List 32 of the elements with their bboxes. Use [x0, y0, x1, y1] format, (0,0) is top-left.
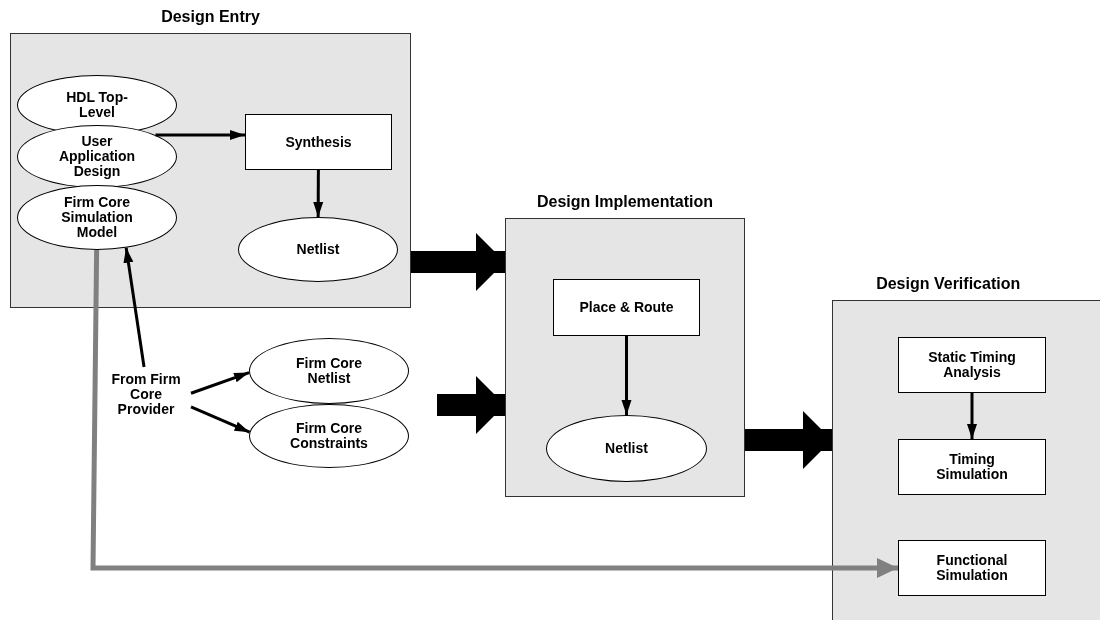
node-label: User Application Design	[57, 134, 137, 179]
node-label: Synthesis	[285, 134, 352, 150]
node-label: Place & Route	[579, 300, 674, 315]
process-box	[245, 114, 392, 170]
block-arrow	[745, 411, 832, 469]
process-box	[553, 279, 700, 336]
node-label: Static Timing Analysis	[927, 350, 1017, 380]
arrow	[621, 336, 632, 415]
node-label: HDL Top-Level	[65, 90, 129, 120]
panel-heading: Design Implementation	[536, 192, 714, 212]
node-label: Firm Core Constraints	[289, 421, 369, 451]
node-label: Timing Simulation	[935, 452, 1009, 482]
process-box	[898, 439, 1046, 495]
block-arrow	[437, 376, 505, 434]
arrow	[967, 393, 977, 439]
node-label: Netlist	[605, 441, 648, 456]
node-label: Firm Core Netlist	[294, 356, 364, 386]
panel-heading: Design Entry	[160, 7, 261, 27]
process-box	[898, 337, 1046, 393]
arrow	[155, 130, 245, 140]
arrow	[123, 247, 146, 368]
node-label: Firm Core Simulation Model	[60, 195, 134, 240]
arrow	[190, 405, 251, 434]
arrow	[190, 371, 250, 395]
arrow	[313, 170, 324, 217]
arrow	[90, 249, 898, 578]
node-label: Netlist	[296, 242, 340, 257]
process-box	[898, 540, 1046, 596]
panel-heading: Design Verification	[876, 274, 1021, 294]
block-arrow	[411, 233, 505, 291]
node-label: Functional Simulation	[935, 553, 1009, 583]
source-label: From Firm Core Provider	[110, 371, 182, 417]
